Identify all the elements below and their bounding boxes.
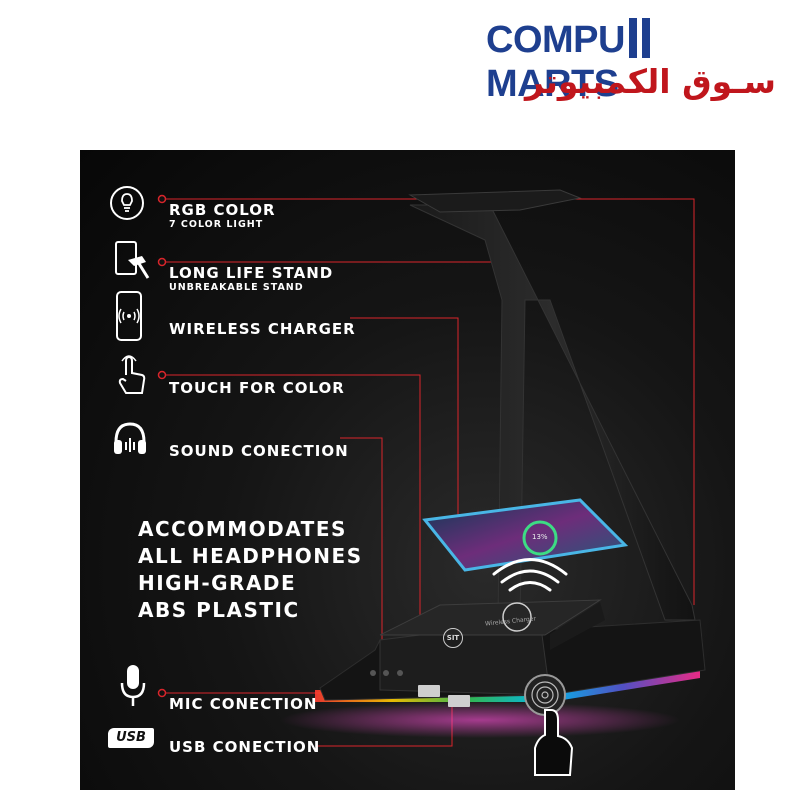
brand-badge: SIT — [443, 628, 463, 648]
brand-name-right: MARTS — [486, 63, 619, 105]
feature-stand-label: LONG LIFE STAND — [169, 264, 334, 282]
claim-line: ACCOMMODATES — [138, 517, 347, 541]
feature-touch-label: TOUCH FOR COLOR — [169, 379, 345, 397]
usb-ports — [418, 685, 470, 707]
rgb-glow — [280, 702, 680, 738]
feature-wireless-label: WIRELESS CHARGER — [169, 320, 356, 338]
brand-bars-mark — [628, 18, 659, 58]
product-illustration — [157, 189, 706, 776]
hammer-phone-icon — [115, 241, 150, 279]
brand-name-en: COMPUMARTS — [486, 18, 786, 106]
wireless-phone-icon — [116, 291, 142, 341]
usb-icon: USB — [108, 728, 154, 748]
wireless-waves — [492, 558, 568, 592]
connector-wireless — [350, 317, 459, 525]
brand-logo: COMPUMARTS سـوق الكمبيوتر — [486, 18, 786, 108]
feature-mic-label: MIC CONECTION — [169, 695, 318, 713]
lightbulb-icon — [110, 186, 144, 220]
connector-rgb — [162, 198, 695, 605]
feature-stand-sub: UNBREAKABLE STAND — [169, 282, 304, 293]
claim-line: ABS PLASTIC — [138, 598, 300, 622]
product-claims: ACCOMMODATES ALL HEADPHONES HIGH-GRADE A… — [138, 516, 363, 624]
feature-rgb-sub: 7 COLOR LIGHT — [169, 219, 264, 230]
claim-line: HIGH-GRADE — [138, 571, 297, 595]
pad-wireless-symbol — [502, 602, 532, 632]
phone-charge-ring — [522, 520, 558, 556]
phone-charge-text: 13% — [532, 533, 548, 541]
claim-line: ALL HEADPHONES — [138, 544, 363, 568]
connector-touch — [162, 374, 421, 640]
connector-lines — [162, 198, 695, 747]
headphones-icon — [114, 422, 146, 454]
brand-name-ar: سـوق الكمبيوتر — [525, 62, 776, 101]
feature-rgb-label: RGB COLOR — [169, 201, 276, 219]
feature-usb-label: USB CONECTION — [169, 738, 321, 756]
stand-hanger — [408, 189, 582, 213]
product-panel: USB RGB COLOR 7 COLOR LIGHT LONG LIFE ST… — [80, 150, 735, 790]
charger-pad — [379, 599, 602, 636]
stand-arm — [409, 204, 696, 621]
touch-hand-icon — [118, 355, 146, 394]
feature-sound-label: SOUND CONECTION — [169, 442, 349, 460]
audio-ports — [370, 670, 403, 676]
connector-sound — [340, 437, 383, 655]
microphone-icon — [120, 665, 146, 706]
brand-name-left: COMPU — [486, 19, 625, 61]
touch-hand — [534, 709, 574, 776]
